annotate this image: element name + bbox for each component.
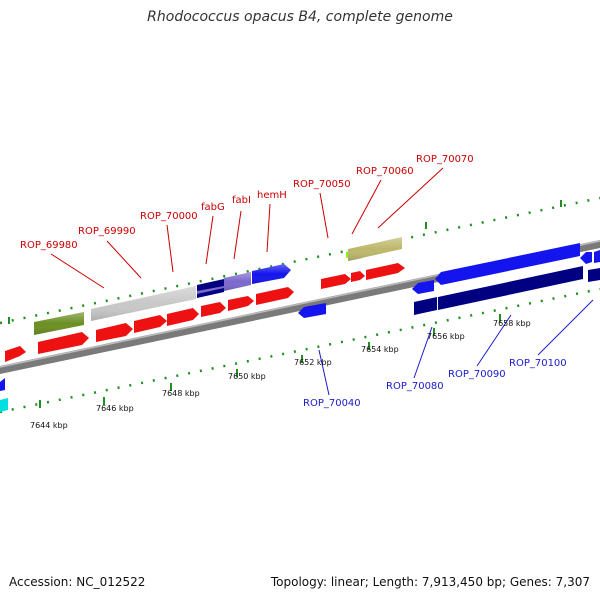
gene-arrow-red	[38, 332, 89, 354]
gene-rop-69990-feature[interactable]	[91, 286, 196, 321]
gene-arrow-red	[5, 346, 26, 362]
gene-arrow-red	[201, 302, 226, 317]
gene-label-top[interactable]: ROP_69980	[20, 240, 78, 251]
scale-label: 7650 kbp	[228, 372, 266, 381]
gene-label-top[interactable]: ROP_70050	[293, 179, 351, 190]
reverse-genes-inner[interactable]	[0, 243, 600, 391]
gene-label-top[interactable]: ROP_70000	[140, 211, 198, 222]
gene-arrow-red	[167, 308, 199, 326]
gene-fabg-feature[interactable]	[197, 279, 224, 298]
gene-label-top[interactable]: ROP_69990	[78, 226, 136, 237]
gene-arrow-navy	[414, 297, 437, 315]
scale-label: 7652 kbp	[294, 358, 332, 367]
gene-label-top[interactable]: fabI	[232, 195, 251, 206]
gene-label-top[interactable]: hemH	[257, 190, 287, 201]
gene-arrow-blue	[580, 252, 592, 264]
gene-arrow-navy	[588, 268, 600, 282]
gene-arrow-blue	[594, 250, 600, 263]
scale-label: 7654 kbp	[361, 345, 399, 354]
gene-fabi-feature[interactable]	[224, 272, 251, 291]
genome-summary-text: Topology: linear; Length: 7,913,450 bp; …	[270, 575, 590, 589]
bottom-leader-lines	[318, 299, 594, 396]
gene-rop-69980-feature[interactable]	[34, 312, 84, 335]
top-leader-lines	[50, 167, 444, 289]
gene-label-top[interactable]: ROP_70070	[416, 154, 474, 165]
gene-rop-70070-feature[interactable]	[348, 237, 402, 261]
reverse-genes-outer[interactable]	[0, 266, 600, 412]
gene-arrow-blue	[0, 378, 5, 391]
map-title: Rhodococcus opacus B4, complete genome	[147, 9, 453, 25]
gene-label-bottom[interactable]: ROP_70100	[509, 358, 567, 369]
gene-arrow-red	[228, 296, 254, 311]
gene-hemh-feature[interactable]	[252, 264, 291, 284]
gene-rop-70090-feature	[435, 243, 580, 285]
major-ticks	[8, 200, 562, 408]
gene-arrow-red	[351, 271, 365, 282]
gene-arrow-red	[256, 287, 294, 305]
gene-label-top[interactable]: fabG	[201, 202, 225, 213]
gene-rop-70100-feature	[438, 266, 583, 310]
gene-rop-70080-feature	[412, 280, 434, 294]
gene-label-bottom[interactable]: ROP_70080	[386, 381, 444, 392]
scale-label: 7648 kbp	[162, 389, 200, 398]
gene-arrow-red	[96, 323, 133, 342]
scale-label: 7658 kbp	[493, 319, 531, 328]
gene-label-bottom[interactable]: ROP_70090	[448, 369, 506, 380]
accession-text: Accession: NC_012522	[9, 575, 146, 589]
gene-arrow-red	[321, 274, 351, 289]
gene-label-bottom[interactable]: ROP_70040	[303, 398, 361, 409]
gene-arrow-cyan	[0, 398, 8, 412]
gene-rop-70040-feature	[298, 303, 326, 318]
gene-arrow-red	[134, 315, 167, 333]
gene-label-top[interactable]: ROP_70060	[356, 166, 414, 177]
scale-label: 7646 kbp	[96, 404, 134, 413]
forward-genes-inner[interactable]	[5, 263, 405, 362]
gene-arrow-red	[366, 263, 405, 280]
scale-label: 7656 kbp	[427, 332, 465, 341]
scale-label: 7644 kbp	[30, 421, 68, 430]
